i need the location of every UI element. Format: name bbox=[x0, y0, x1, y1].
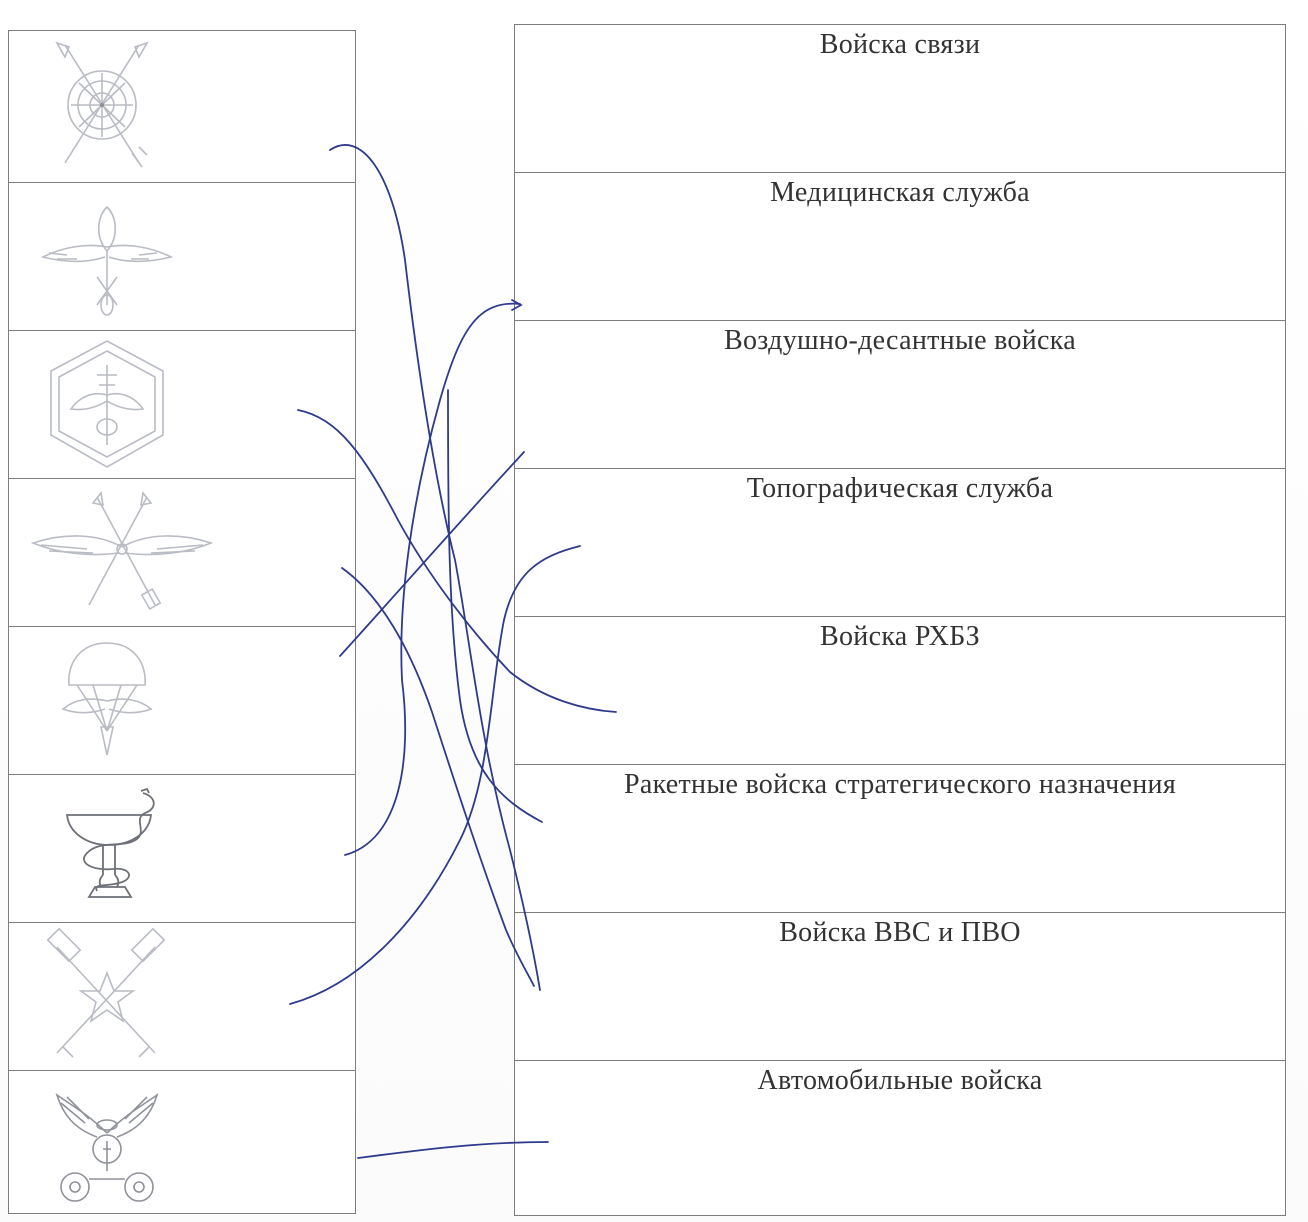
signal-corps-emblem-icon bbox=[55, 41, 149, 168]
emblem-cell-1 bbox=[8, 30, 356, 185]
names-column: Войска связи Медицинская служба Воздушно… bbox=[514, 24, 1286, 1216]
drawn-line-2 bbox=[344, 302, 521, 856]
name-cell-6: Ракетные войска стратегического назначен… bbox=[514, 764, 1286, 914]
air-defense-emblem-icon bbox=[40, 205, 174, 316]
name-cell-4: Топографическая служба bbox=[514, 468, 1286, 618]
nbc-protection-emblem-icon bbox=[50, 340, 164, 468]
emblem-cell-5 bbox=[8, 626, 356, 778]
name-cell-5: Войска РХБЗ bbox=[514, 616, 1286, 766]
name-label-5: Войска РХБЗ bbox=[820, 621, 980, 652]
drawn-line-4 bbox=[339, 451, 525, 657]
air-force-emblem-icon bbox=[30, 491, 214, 611]
drawn-line-1 bbox=[329, 144, 541, 991]
drawn-line-5 bbox=[341, 567, 535, 987]
name-cell-7: Войска ВВС и ПВО bbox=[514, 912, 1286, 1062]
emblem-cell-8 bbox=[8, 1070, 356, 1214]
emblem-cell-6 bbox=[8, 774, 356, 926]
name-label-7: Войска ВВС и ПВО bbox=[779, 917, 1021, 948]
emblem-column bbox=[8, 30, 356, 1214]
name-label-1: Войска связи bbox=[819, 29, 981, 60]
name-label-4: Топографическая служба bbox=[746, 473, 1054, 504]
topographic-service-emblem-icon bbox=[46, 927, 166, 1058]
emblem-cell-4 bbox=[8, 478, 356, 630]
airborne-emblem-icon bbox=[61, 642, 153, 756]
emblem-cell-3 bbox=[8, 330, 356, 482]
name-cell-3: Воздушно-десантные войска bbox=[514, 320, 1286, 470]
name-label-3: Воздушно-десантные войска bbox=[724, 325, 1076, 356]
name-cell-2: Медицинская служба bbox=[514, 172, 1286, 322]
name-label-8: Автомобильные войска bbox=[757, 1065, 1043, 1096]
emblem-cell-7 bbox=[8, 922, 356, 1074]
name-cell-8: Автомобильные войска bbox=[514, 1060, 1286, 1216]
medical-service-emblem-icon bbox=[65, 787, 155, 898]
automobile-troops-emblem-icon bbox=[55, 1092, 159, 1202]
name-label-2: Медицинская служба bbox=[770, 177, 1030, 208]
name-cell-1: Войска связи bbox=[514, 24, 1286, 174]
name-label-6: Ракетные войска стратегического назначен… bbox=[623, 769, 1176, 800]
emblem-cell-2 bbox=[8, 182, 356, 334]
